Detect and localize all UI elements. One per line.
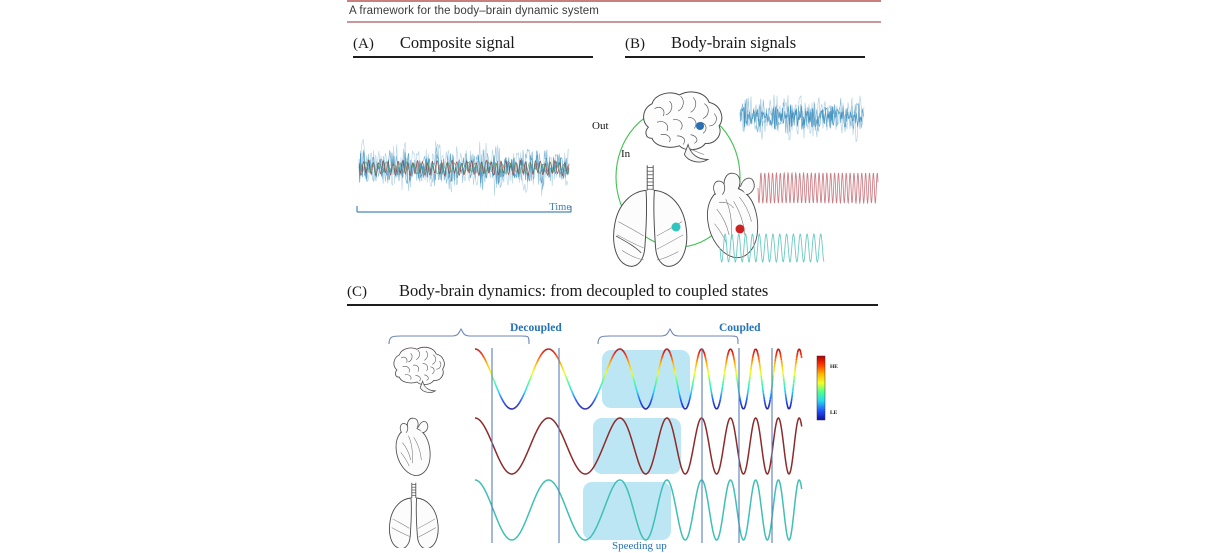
figure-title-bar: A framework for the body–brain dynamic s…: [347, 0, 881, 23]
heart-marker-dot: [735, 224, 745, 234]
energy-colorbar: [816, 355, 826, 421]
time-axis-bracket: [356, 206, 572, 213]
panel-c-heading: (C) Body-brain dynamics: from decoupled …: [347, 281, 878, 306]
time-axis-label: Time: [549, 202, 571, 213]
loop-label-in: In: [621, 148, 631, 160]
panel-c-letter: (C): [347, 284, 367, 300]
highlight-box-lungs: [583, 482, 671, 540]
panel-c-title: Body-brain dynamics: from decoupled to c…: [399, 281, 769, 300]
state-label-coupled: Coupled: [719, 322, 761, 334]
panel-c-heart-icon: [395, 417, 431, 476]
lung-wave-row: [474, 479, 803, 541]
respiratory-component-trace: [358, 161, 570, 175]
heart-signal-trace: [757, 171, 879, 205]
highlight-box-heart: [593, 418, 681, 474]
title-rule-bottom: [347, 21, 881, 23]
panel-a-body: Time: [355, 128, 577, 220]
phase-marker-lines: [491, 348, 773, 543]
lung-signal-trace: [719, 233, 825, 264]
panel-b-heading: (B) Body-brain signals: [625, 33, 865, 58]
state-label-decoupled: Decoupled: [510, 322, 562, 334]
panel-a-letter: (A): [353, 36, 374, 52]
panel-b-letter: (B): [625, 36, 645, 52]
panel-b-body: Out In: [588, 82, 888, 278]
panel-a-title: Composite signal: [399, 33, 515, 52]
panel-c-body: Decoupled Coupled Speeding up HE LE: [347, 312, 878, 552]
composite-noise-trace: [358, 138, 570, 196]
coupled-brace: [597, 328, 739, 345]
brain-signal-trace: [739, 94, 865, 143]
colorbar-high-label: HE: [830, 364, 838, 370]
colorbar-low-label: LE: [830, 410, 838, 416]
panel-b-underline: [625, 56, 865, 58]
panel-b-title: Body-brain signals: [671, 33, 797, 52]
highlight-box-brain: [602, 350, 690, 408]
panel-c-underline: [347, 304, 878, 306]
decoupled-brace: [388, 328, 530, 345]
title-rule-top: [347, 0, 881, 2]
panel-c-brain-icon: [393, 346, 445, 393]
composite-signal-plot: [356, 138, 572, 213]
speeding-up-annotation: Speeding up: [612, 540, 667, 552]
panel-c-lungs-icon: [388, 482, 439, 549]
lung-marker-dot: [671, 222, 681, 232]
heart-wave-row: [474, 417, 803, 475]
brain-wave-row: [474, 348, 803, 410]
loop-label-out: Out: [592, 120, 609, 132]
lungs-illustration: [613, 165, 688, 267]
heart-illustration: [706, 172, 759, 259]
figure-title: A framework for the body–brain dynamic s…: [349, 5, 599, 17]
panel-a-underline: [353, 56, 593, 58]
brain-marker-dot: [696, 122, 704, 130]
brain-illustration: [643, 91, 723, 163]
panel-a-heading: (A) Composite signal: [353, 33, 593, 58]
